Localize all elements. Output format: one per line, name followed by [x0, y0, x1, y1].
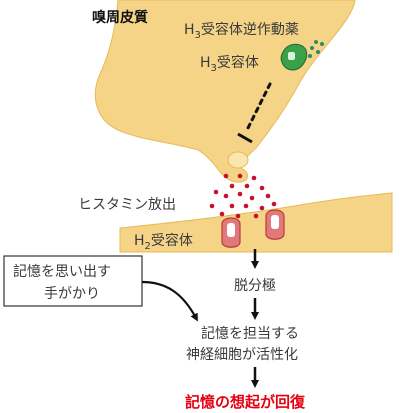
inverse-agonist-label: H3受容体逆作動薬: [184, 21, 299, 41]
depolarization-label: 脱分極: [234, 278, 276, 294]
histamine-molecules: [209, 173, 277, 219]
h3-receptor-shape: [280, 43, 308, 71]
h2-receptor-left: [221, 217, 241, 248]
neuron-activation-line2: 神経細胞が活性化: [186, 347, 298, 363]
memory-cue-line1: 記憶を思い出す: [13, 263, 111, 280]
postsynaptic-membrane: [119, 192, 393, 253]
arrow-from-memory-cue: [141, 280, 198, 322]
inverse-agonist-molecules: [308, 40, 324, 58]
h2-receptor-label: H2受容体: [134, 232, 193, 252]
memory-cue-line2: 手がかり: [44, 286, 100, 302]
inhibition-bar: [237, 132, 253, 144]
neuron-activation-line1: 記憶を担当する: [201, 325, 299, 342]
region-label: 嗅周皮質: [92, 9, 148, 26]
synaptic-vesicle: [227, 151, 249, 169]
h3-receptor-label: H3受容体: [200, 54, 259, 74]
inhibition-line: [244, 82, 272, 134]
memory-cue-box: [3, 255, 143, 307]
outcome-label: 記憶の想起が回復: [185, 393, 306, 411]
histamine-release-label: ヒスタミン放出: [78, 197, 176, 213]
h2-receptor-right: [265, 209, 285, 240]
